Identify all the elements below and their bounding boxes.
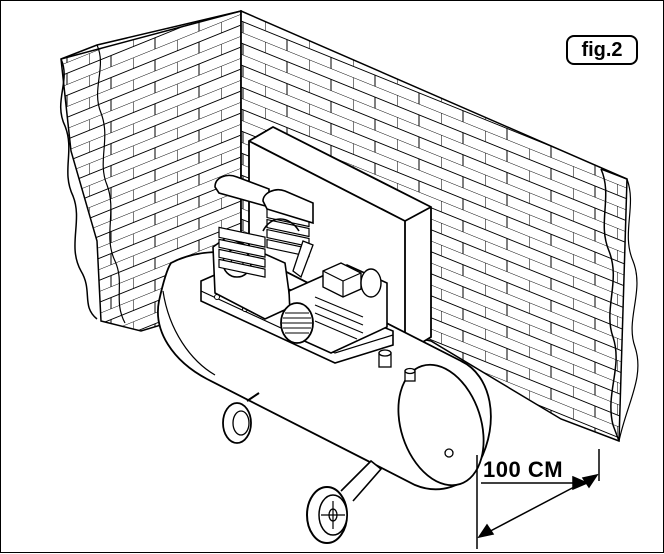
brick-wall-left — [60, 10, 242, 332]
wheel-rear — [222, 392, 260, 444]
clearance-dimension-label: 100 CM — [483, 457, 564, 482]
wheel-front — [306, 459, 383, 544]
figure-label-badge: fig.2 — [566, 35, 638, 65]
electric-motor — [280, 262, 388, 354]
compressor-pump — [212, 174, 314, 320]
dimension-lines — [476, 449, 600, 549]
figure-label: fig.2 — [581, 38, 623, 61]
